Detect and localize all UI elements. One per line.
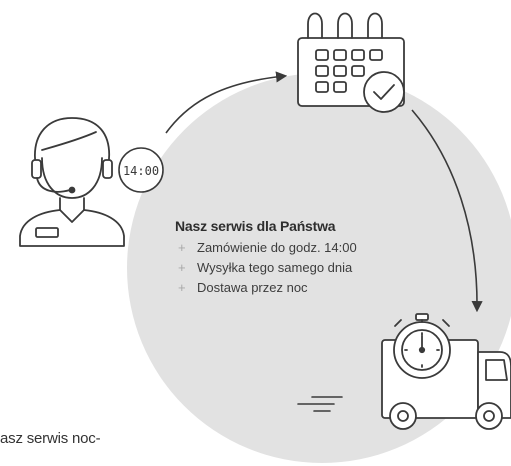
service-item: + Dostawa przez noc bbox=[175, 278, 415, 298]
service-item: + Zamówienie do godz. 14:00 bbox=[175, 238, 415, 258]
arrow-to-calendar bbox=[165, 71, 288, 134]
service-title: Nasz serwis dla Państwa bbox=[175, 218, 336, 234]
plus-icon: + bbox=[178, 240, 186, 255]
service-item: + Wysyłka tego samego dnia bbox=[175, 258, 415, 278]
customer-service-agent-icon bbox=[19, 117, 125, 247]
service-item-label: Zamówienie do godz. 14:00 bbox=[197, 240, 357, 255]
arrow-to-delivery bbox=[411, 109, 483, 313]
service-info: Nasz serwis dla Państwa + Zamówienie do g… bbox=[175, 218, 415, 298]
service-item-label: Dostawa przez noc bbox=[197, 280, 308, 295]
plus-icon: + bbox=[178, 260, 186, 275]
calendar-icon bbox=[297, 12, 405, 113]
footer-text: asz serwis noc- bbox=[0, 430, 101, 447]
speed-lines bbox=[297, 396, 343, 412]
clock-time: 14:00 bbox=[123, 164, 159, 178]
delivery-truck-stopwatch-icon bbox=[381, 313, 511, 430]
clock-badge: 14:00 bbox=[118, 147, 164, 193]
plus-icon: + bbox=[178, 280, 186, 295]
service-list: + Zamówienie do godz. 14:00 + Wysyłka tego… bbox=[175, 238, 415, 298]
service-item-label: Wysyłka tego samego dnia bbox=[197, 260, 353, 275]
